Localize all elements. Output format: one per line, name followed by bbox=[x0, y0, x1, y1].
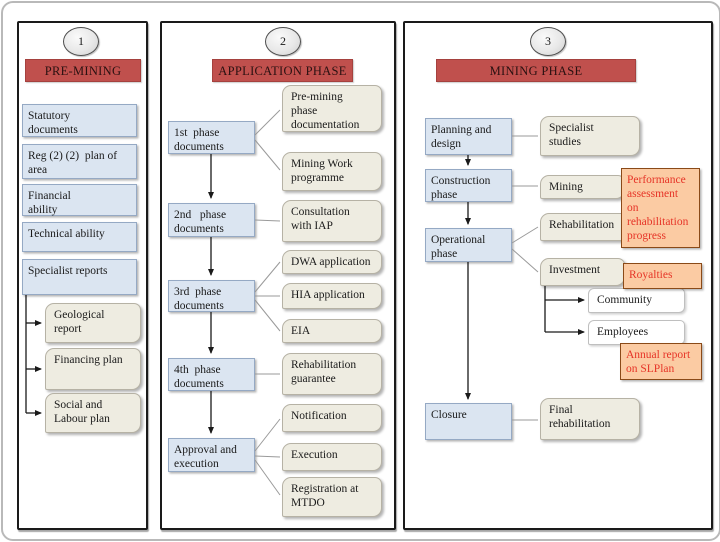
box-construction-phase: Construction phase bbox=[425, 169, 512, 202]
phase-number-badge-2: 2 bbox=[265, 27, 301, 56]
panel-application-phase: 2 APPLICATION PHASE 1st phase documents … bbox=[160, 21, 396, 530]
phase-number-badge-3: 3 bbox=[530, 27, 566, 56]
box-investment: Investment bbox=[540, 258, 625, 286]
box-financial-ability: Financial ability bbox=[22, 184, 137, 216]
box-final-rehabilitation: Final rehabilitation bbox=[540, 398, 640, 440]
box-closure: Closure bbox=[425, 403, 512, 440]
box-registration-at-mtdo: Registration at MTDO bbox=[282, 477, 382, 517]
panel-pre-mining: 1 PRE-MINING Statutory documents Reg (2)… bbox=[17, 21, 148, 530]
box-specialist-reports: Specialist reports bbox=[22, 259, 137, 295]
panel-title-application-phase: APPLICATION PHASE bbox=[212, 59, 353, 82]
box-financing-plan: Financing plan bbox=[45, 348, 141, 390]
box-pre-mining-phase-documentation: Pre-mining phase documentation bbox=[282, 85, 382, 132]
box-1st-phase-documents: 1st phase documents bbox=[168, 121, 255, 154]
note-performance-assessment: Performance assessment on rehabilitation… bbox=[621, 168, 700, 248]
box-geological-report: Geological report bbox=[45, 303, 141, 343]
box-notification: Notification bbox=[282, 404, 382, 432]
box-eia: EIA bbox=[282, 319, 382, 343]
note-royalties: Royalties bbox=[623, 263, 702, 289]
box-operational-phase: Operational phase bbox=[425, 228, 512, 262]
panel-title-pre-mining: PRE-MINING bbox=[25, 59, 141, 82]
box-specialist-studies: Specialist studies bbox=[540, 116, 640, 156]
box-consultation-with-iap: Consultation with IAP bbox=[282, 200, 382, 242]
panel-title-mining-phase: MINING PHASE bbox=[436, 59, 636, 82]
box-execution: Execution bbox=[282, 443, 382, 471]
box-community: Community bbox=[588, 288, 685, 313]
box-social-labour-plan: Social and Labour plan bbox=[45, 393, 141, 433]
box-2nd-phase-documents: 2nd phase documents bbox=[168, 203, 255, 237]
box-rehabilitation: Rehabilitation bbox=[540, 213, 630, 241]
box-reg-plan-of-area: Reg (2) (2) plan of area bbox=[22, 144, 137, 179]
box-hia-application: HIA application bbox=[282, 283, 382, 309]
phase-number-badge-1: 1 bbox=[63, 27, 99, 56]
box-rehabilitation-guarantee: Rehabilitation guarantee bbox=[282, 353, 382, 395]
box-technical-ability: Technical ability bbox=[22, 222, 137, 252]
note-annual-report-slplan: Annual report on SLPlan bbox=[620, 343, 702, 380]
box-statutory-documents: Statutory documents bbox=[22, 104, 137, 137]
box-employees: Employees bbox=[588, 320, 685, 345]
box-mining-work-programme: Mining Work programme bbox=[282, 152, 382, 191]
panel-mining-phase: 3 MINING PHASE Planning and design Const… bbox=[403, 21, 713, 530]
box-4th-phase-documents: 4th phase documents bbox=[168, 358, 255, 391]
box-mining: Mining bbox=[540, 175, 625, 199]
box-dwa-application: DWA application bbox=[282, 250, 382, 274]
box-planning-and-design: Planning and design bbox=[425, 118, 512, 155]
box-approval-and-execution: Approval and execution bbox=[168, 438, 255, 472]
box-3rd-phase-documents: 3rd phase documents bbox=[168, 280, 255, 312]
